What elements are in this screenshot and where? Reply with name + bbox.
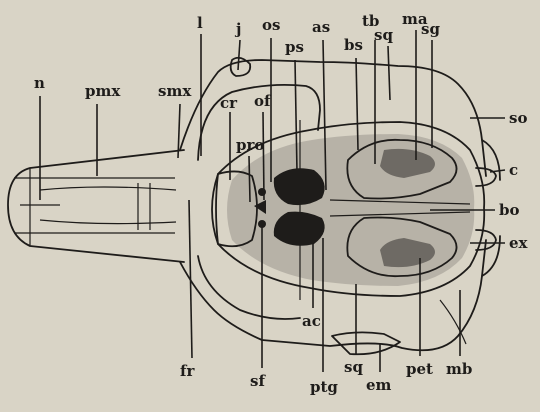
label-bs: bs xyxy=(344,36,363,54)
label-os: os xyxy=(262,16,280,34)
label-fr: fr xyxy=(180,362,195,380)
label-ptg: ptg xyxy=(310,378,338,396)
label-as: as xyxy=(312,18,330,36)
label-cr: cr xyxy=(220,94,238,112)
label-of: of xyxy=(254,92,272,110)
label-bo: bo xyxy=(499,201,520,219)
label-em: em xyxy=(366,376,392,394)
label-ac: ac xyxy=(302,312,321,330)
label-n: n xyxy=(34,74,45,92)
label-pro: pro xyxy=(236,136,264,154)
label-so: so xyxy=(509,109,527,127)
label-c: c xyxy=(509,161,518,179)
label-sq-bottom: sq xyxy=(344,358,363,376)
label-sq-top: sq xyxy=(374,26,393,44)
label-sf: sf xyxy=(250,372,266,390)
label-l: l xyxy=(197,14,203,32)
label-j: j xyxy=(234,20,241,38)
label-ps: ps xyxy=(285,38,304,56)
label-sg: sg xyxy=(421,20,440,38)
label-ex: ex xyxy=(509,234,529,252)
label-smx: smx xyxy=(158,82,192,100)
label-pmx: pmx xyxy=(85,82,121,100)
label-pet: pet xyxy=(406,360,433,378)
label-mb: mb xyxy=(446,360,472,378)
